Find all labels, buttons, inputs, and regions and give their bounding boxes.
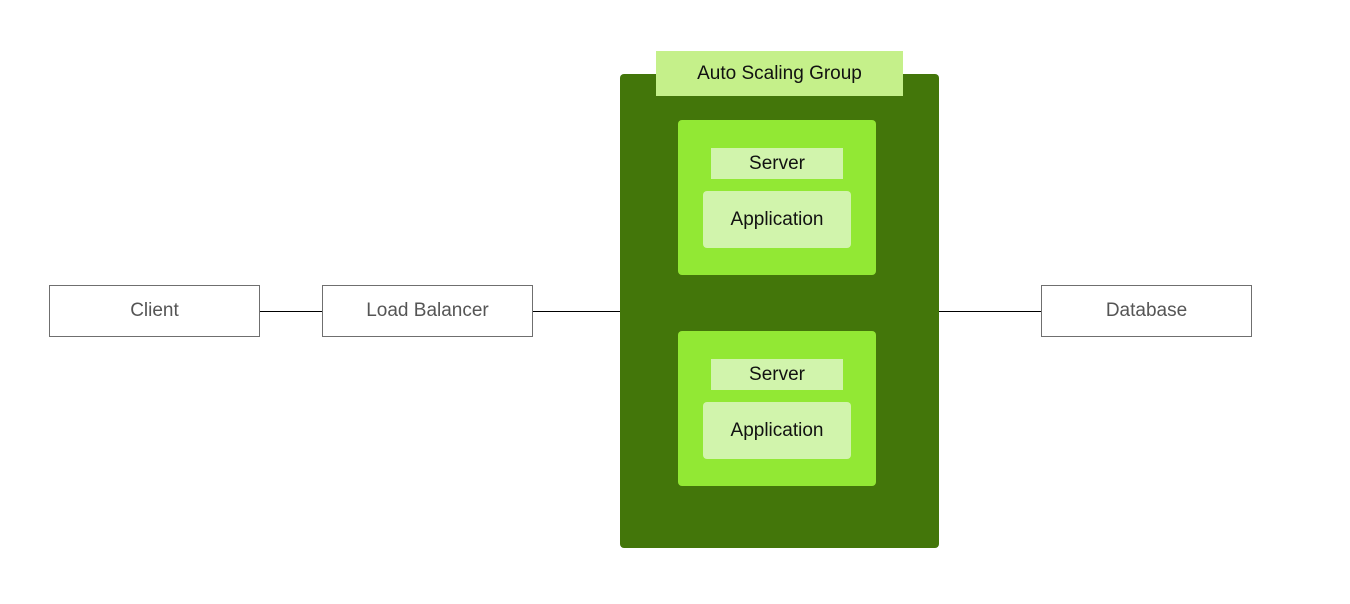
auto-scaling-group-container[interactable]: Server Application Server Application xyxy=(620,74,939,548)
connector-asg-database xyxy=(938,311,1042,312)
server-label: Server xyxy=(711,148,843,179)
application-node[interactable]: Application xyxy=(703,191,851,248)
auto-scaling-group-label: Auto Scaling Group xyxy=(656,51,903,96)
client-node[interactable]: Client xyxy=(49,285,260,337)
application-node[interactable]: Application xyxy=(703,402,851,459)
connector-load-balancer-asg xyxy=(532,311,621,312)
connector-client-load-balancer xyxy=(259,311,323,312)
server-node[interactable]: Server Application xyxy=(678,120,876,275)
database-node[interactable]: Database xyxy=(1041,285,1252,337)
server-label: Server xyxy=(711,359,843,390)
load-balancer-node[interactable]: Load Balancer xyxy=(322,285,533,337)
server-node[interactable]: Server Application xyxy=(678,331,876,486)
